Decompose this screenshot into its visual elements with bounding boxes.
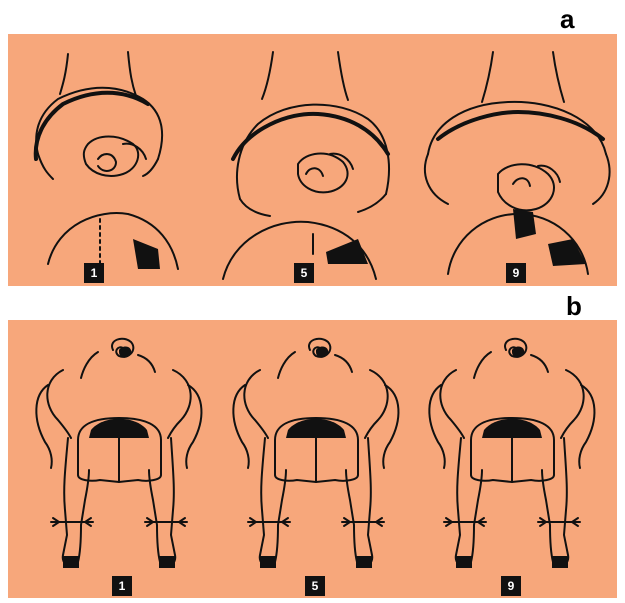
rear-view-score-9	[429, 339, 594, 568]
score-badge-1: 1	[84, 263, 104, 283]
panel-a-label: a	[560, 6, 574, 32]
score-badge-5: 5	[305, 576, 325, 596]
panel-b: 1 5 9	[8, 320, 617, 598]
rump-view-score-1	[36, 52, 178, 269]
panel-a: 1 5 9	[8, 34, 617, 286]
rear-view-score-1	[36, 339, 201, 568]
rear-view-score-5	[233, 339, 398, 568]
panel-b-label: b	[566, 293, 582, 319]
rump-view-score-5	[223, 52, 389, 279]
panel-b-drawings	[8, 320, 617, 598]
score-badge-9: 9	[501, 576, 521, 596]
score-badge-5: 5	[294, 263, 314, 283]
panel-a-drawings	[8, 34, 617, 286]
score-badge-9: 9	[506, 263, 526, 283]
rump-view-score-9	[425, 52, 610, 274]
score-badge-1: 1	[112, 576, 132, 596]
